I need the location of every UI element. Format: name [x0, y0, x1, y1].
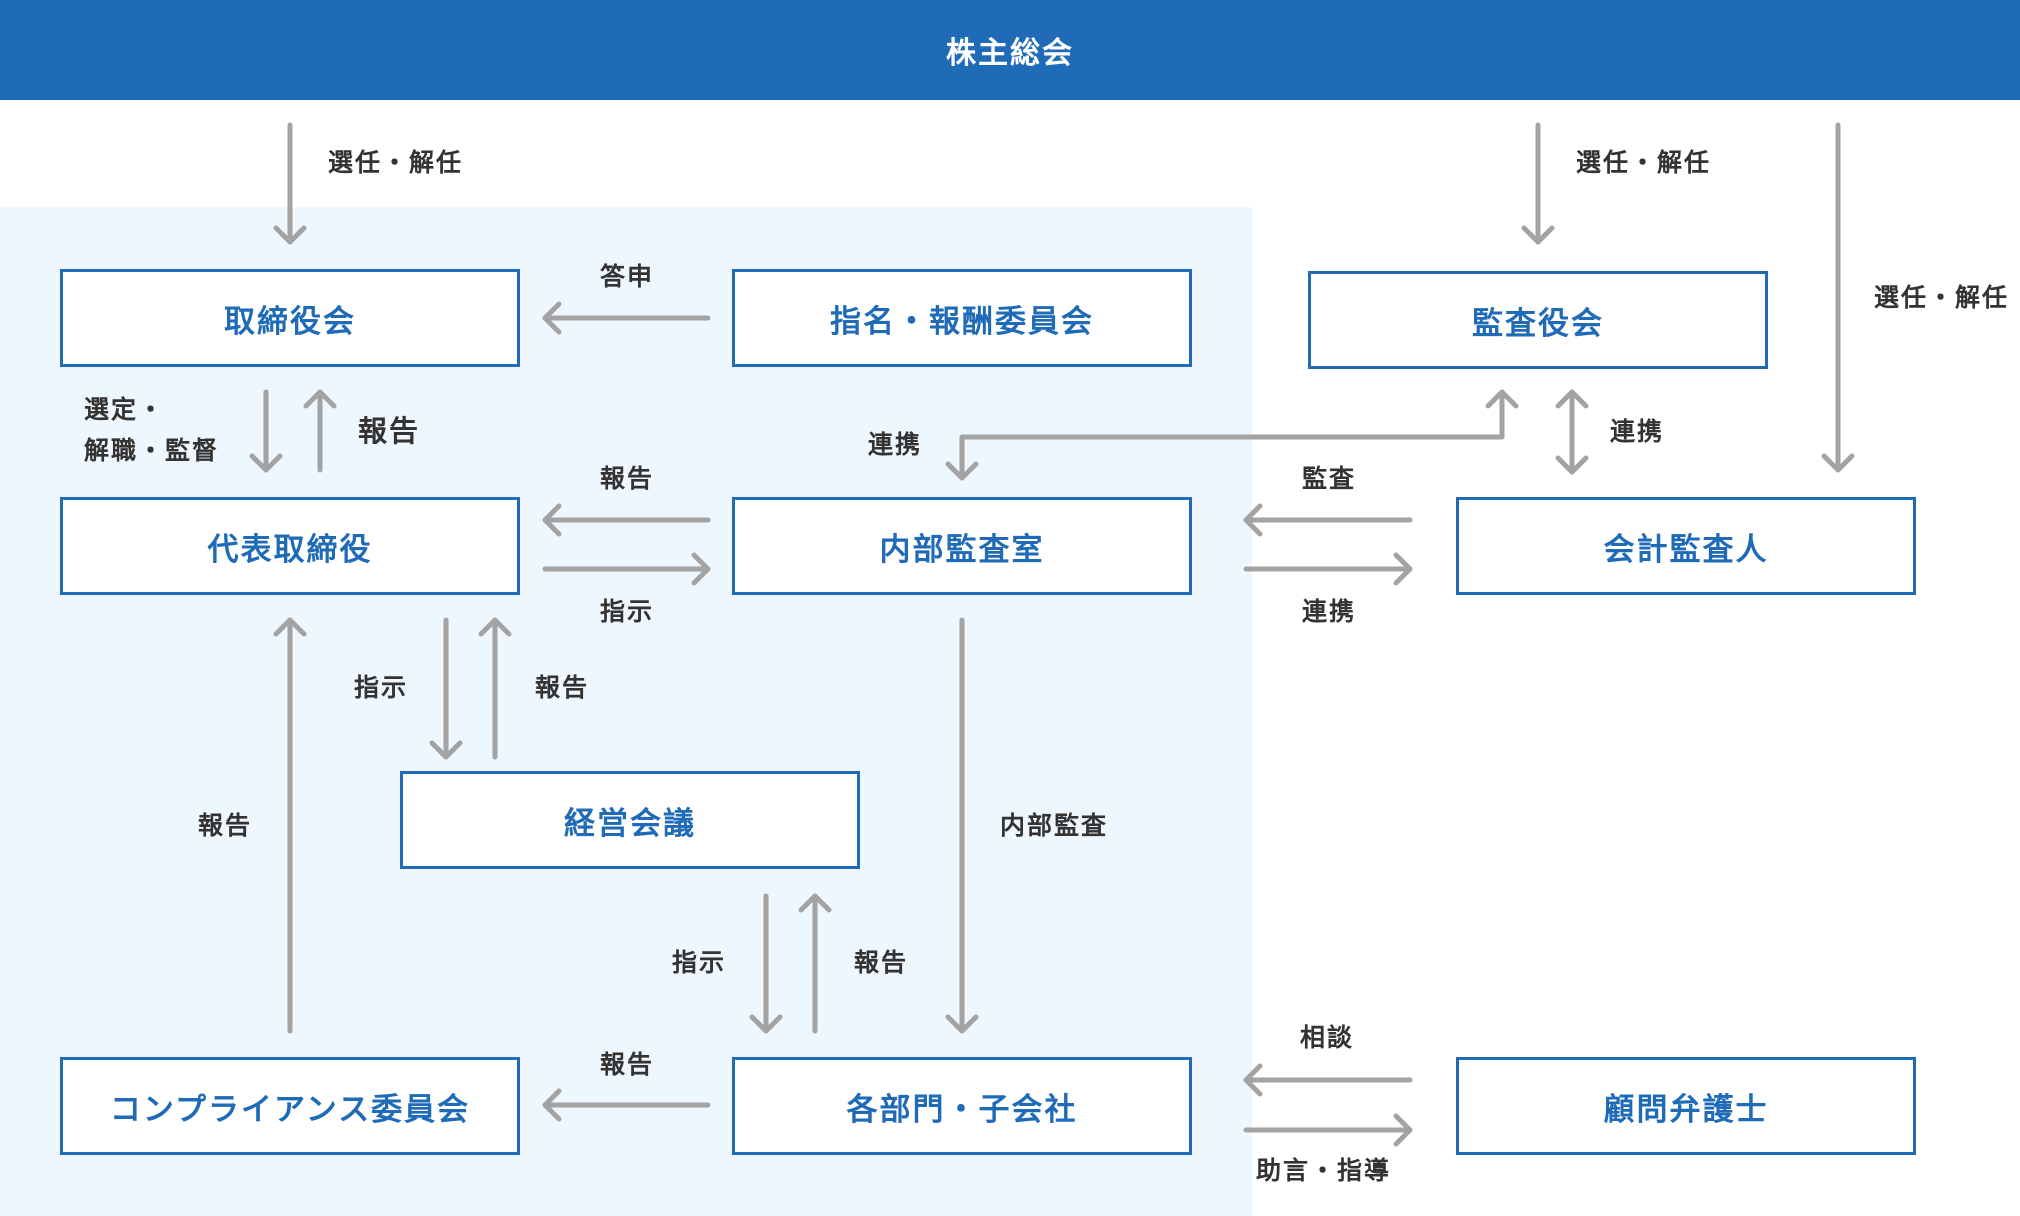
- label-cooperate-audit: 連携: [1610, 417, 1665, 446]
- departments-subsidiaries-box: 各部門・子会社: [732, 1057, 1192, 1155]
- label-report-reply: 答申: [600, 262, 655, 291]
- label-instruct-departments: 指示: [672, 948, 727, 977]
- label-instruct-management: 指示: [354, 673, 409, 702]
- label-consult: 相談: [1300, 1023, 1355, 1052]
- arrow-compliance-to-president: [273, 617, 307, 1034]
- arrow-shareholders-to-board: [273, 122, 307, 245]
- arrow-nomination-to-board: [542, 301, 711, 335]
- arrow-departments-to-legal: [1243, 1113, 1413, 1147]
- label-elect-dismiss-right: 選任・解任: [1576, 148, 1712, 177]
- label-report-management: 報告: [535, 673, 590, 702]
- label-cooperate-top: 連携: [868, 430, 923, 459]
- label-elect-dismiss-far: 選任・解任: [1874, 283, 2010, 312]
- arrow-audit-board-internal-audit: [945, 389, 1519, 481]
- label-elect-dismiss-left: 選任・解任: [328, 148, 464, 177]
- arrow-board-to-president: [249, 389, 283, 473]
- arrow-president-to-management: [429, 617, 463, 760]
- arrow-management-to-president: [478, 617, 512, 760]
- internal-audit-office-box: 内部監査室: [732, 497, 1192, 595]
- legal-advisor-box: 顧問弁護士: [1456, 1057, 1916, 1155]
- accounting-auditor-box: 会計監査人: [1456, 497, 1916, 595]
- company-panel: [0, 207, 1252, 1216]
- label-internal-audit: 内部監査: [1000, 811, 1109, 840]
- arrow-president-to-internal-audit: [542, 552, 711, 586]
- board-of-directors-box: 取締役会: [60, 269, 520, 367]
- arrow-accounting-to-internal-audit: [1243, 503, 1413, 537]
- shareholders-meeting-banner: 株主総会: [0, 0, 2020, 100]
- label-report-internal: 報告: [600, 464, 655, 493]
- nomination-compensation-committee-box: 指名・報酬委員会: [732, 269, 1192, 367]
- arrow-internal-audit-to-departments: [945, 617, 979, 1034]
- audit-board-box: 監査役会: [1308, 271, 1768, 369]
- arrow-legal-to-departments: [1243, 1063, 1413, 1097]
- compliance-committee-box: コンプライアンス委員会: [60, 1057, 520, 1155]
- label-audit: 監査: [1302, 464, 1357, 493]
- label-select-line1: 選定・: [84, 395, 166, 424]
- label-select-line2: 解職・監督: [84, 436, 220, 465]
- label-report-to-board: 報告: [358, 414, 421, 448]
- label-cooperate-accounting: 連携: [1302, 597, 1357, 626]
- arrow-president-to-board: [303, 389, 337, 473]
- representative-director-box: 代表取締役: [60, 497, 520, 595]
- arrow-departments-to-compliance: [542, 1088, 711, 1122]
- arrow-audit-board-accounting-auditor: [1555, 389, 1589, 475]
- label-instruct-internal: 指示: [600, 597, 655, 626]
- arrow-shareholders-to-accounting-auditor: [1821, 122, 1855, 473]
- arrow-internal-audit-to-president: [542, 503, 711, 537]
- label-advice-guidance: 助言・指導: [1256, 1156, 1392, 1185]
- label-report-dept-compliance: 報告: [600, 1050, 655, 1079]
- arrow-management-to-departments: [749, 893, 783, 1034]
- arrow-internal-audit-to-accounting: [1243, 552, 1413, 586]
- arrow-departments-to-management: [798, 893, 832, 1034]
- arrow-shareholders-to-audit-board: [1521, 122, 1555, 245]
- label-report-departments: 報告: [854, 948, 909, 977]
- management-meeting-box: 経営会議: [400, 771, 860, 869]
- label-report-compliance: 報告: [198, 811, 253, 840]
